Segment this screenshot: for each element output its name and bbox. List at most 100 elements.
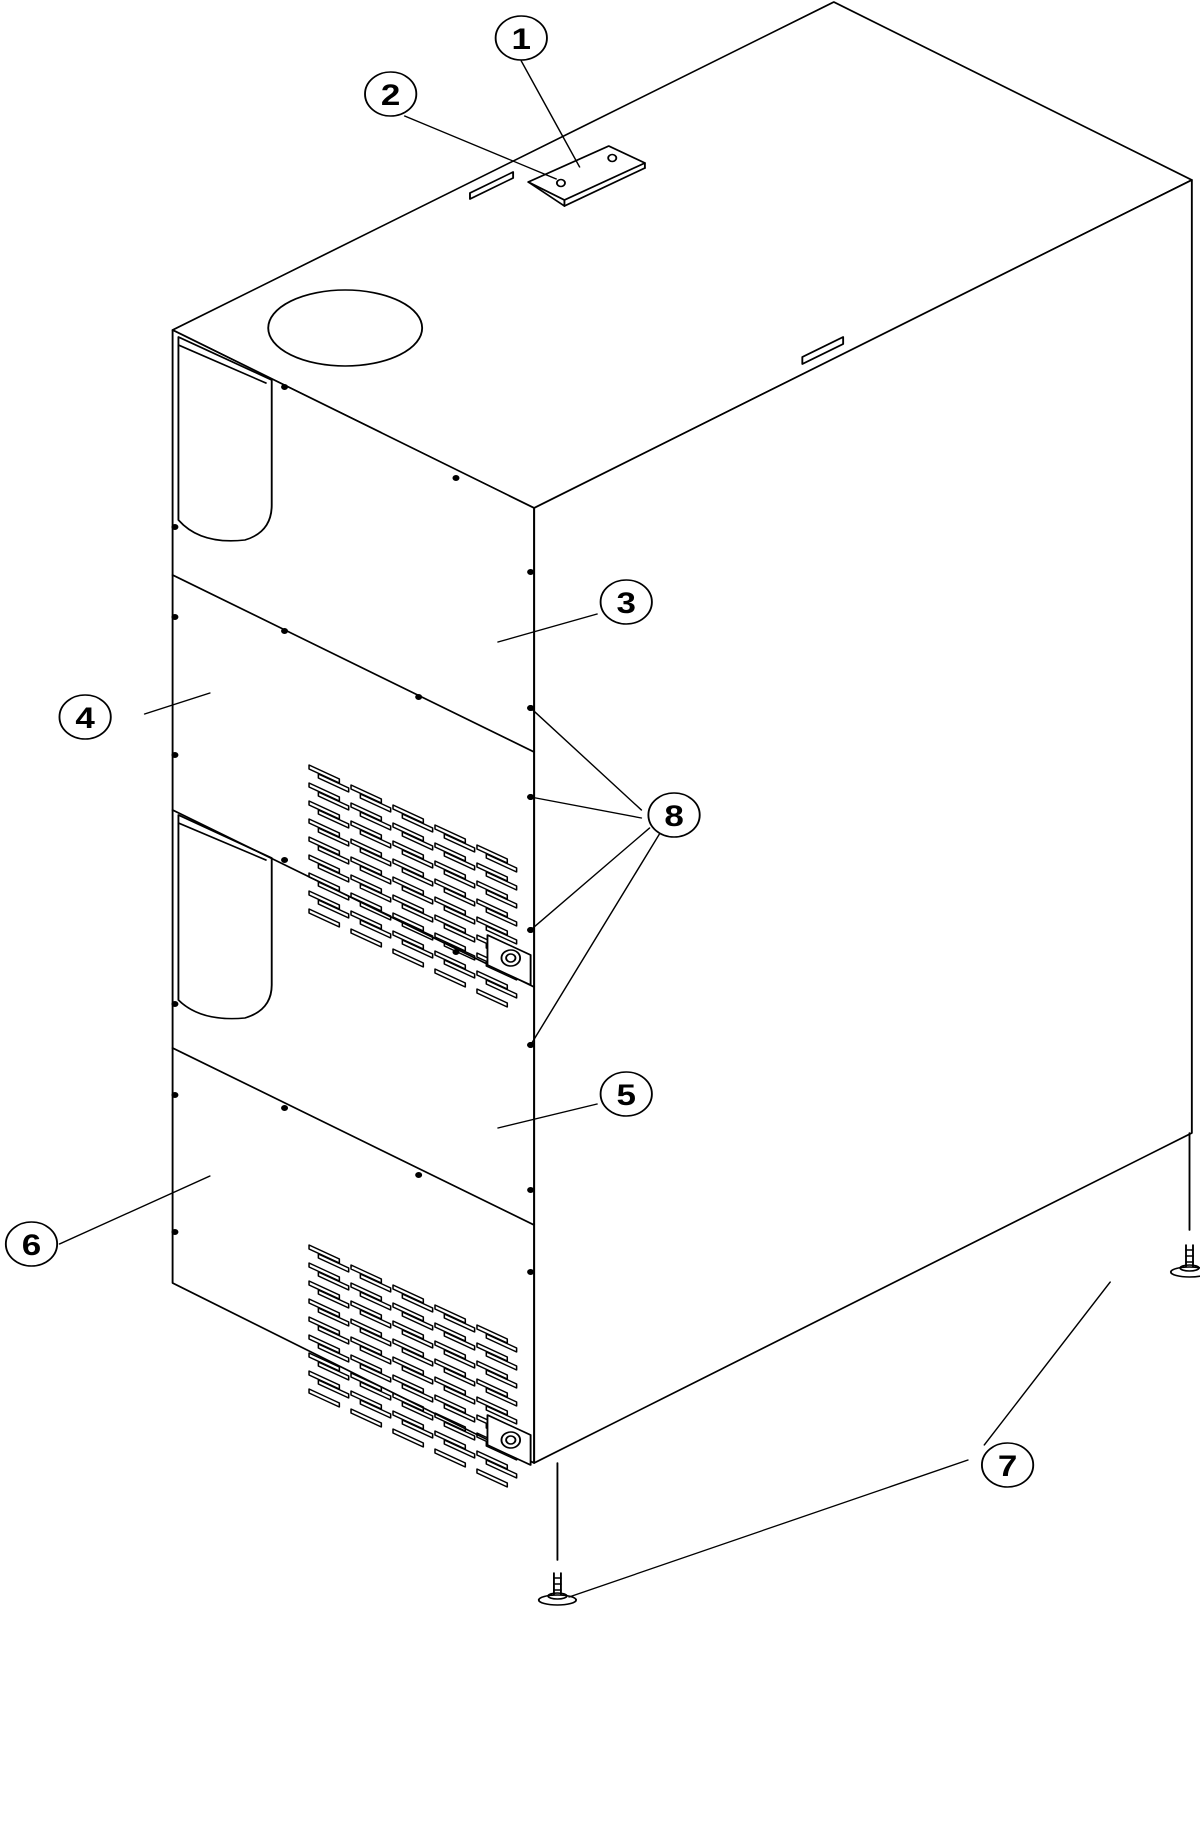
- leg-front-left: [537, 1462, 578, 1606]
- mounting-bracket-part-1: [527, 145, 646, 207]
- lower-electrical-box: [486, 1414, 532, 1466]
- louver-slot: [485, 871, 518, 891]
- louver-slot: [359, 901, 392, 921]
- louver-slot: [401, 939, 434, 959]
- louver-slot: [434, 1448, 467, 1468]
- louver-slot: [317, 1253, 350, 1273]
- louver-slot: [443, 1331, 476, 1351]
- callout-circles: [4, 15, 1035, 1488]
- louver-slot: [317, 863, 350, 883]
- cabinet-back-face: [171, 329, 536, 1464]
- louver-slot: [392, 948, 425, 968]
- louver-slot: [308, 908, 341, 928]
- louver-slot: [443, 959, 476, 979]
- louver-slot: [359, 883, 392, 903]
- callout-4: 4: [75, 701, 94, 734]
- louver-slot: [443, 887, 476, 907]
- louver-slot: [317, 1361, 350, 1381]
- louver-slot: [443, 1313, 476, 1333]
- louver-slot: [485, 1387, 518, 1407]
- callout-6: 6: [22, 1228, 41, 1261]
- louver-slot: [359, 793, 392, 813]
- louver-slot: [443, 1385, 476, 1405]
- louver-slot: [485, 1459, 518, 1479]
- louver-slot: [401, 1311, 434, 1331]
- louver-slot: [476, 988, 509, 1008]
- louver-slot: [443, 851, 476, 871]
- louver-slot: [317, 1289, 350, 1309]
- callout-2: 2: [381, 78, 400, 111]
- louver-slot: [401, 1401, 434, 1421]
- louver-slot: [401, 1329, 434, 1349]
- louver-slot: [359, 1345, 392, 1365]
- louver-slot: [401, 903, 434, 923]
- callout-5: 5: [617, 1078, 636, 1111]
- leader-lines: [58, 60, 1111, 1598]
- lower-panel-cutout: [177, 814, 273, 1020]
- louver-slot: [401, 1293, 434, 1313]
- louver-slot: [317, 1325, 350, 1345]
- louver-slot: [401, 1383, 434, 1403]
- louver-slot: [359, 847, 392, 867]
- louver-slot: [485, 1369, 518, 1389]
- louver-slot: [443, 1421, 476, 1441]
- louver-slot: [443, 1367, 476, 1387]
- cabinet-body: [171, 1, 1193, 1464]
- louver-slot: [317, 1379, 350, 1399]
- top-slot-right: [801, 336, 845, 365]
- louver-slot: [443, 833, 476, 853]
- louver-slot: [401, 1365, 434, 1385]
- louver-slot: [359, 1399, 392, 1419]
- louver-slot: [443, 905, 476, 925]
- louver-slot: [317, 809, 350, 829]
- louver-slot: [359, 865, 392, 885]
- louver-slot: [350, 928, 383, 948]
- louver-slot: [485, 925, 518, 945]
- callout-7: 7: [998, 1449, 1017, 1482]
- callout-numbers: 1 2 3 4 8 5 6 7: [22, 22, 1018, 1482]
- louver-slot: [434, 968, 467, 988]
- louver-slot: [443, 869, 476, 889]
- louver-slot: [401, 921, 434, 941]
- louver-slot: [443, 1403, 476, 1423]
- louver-slot: [359, 829, 392, 849]
- louver-slot: [308, 1388, 341, 1408]
- louver-slot: [401, 1347, 434, 1367]
- louver-slot: [401, 813, 434, 833]
- louver-slot: [443, 941, 476, 961]
- top-slot-left: [469, 171, 515, 200]
- callout-8: 8: [664, 799, 683, 832]
- louver-slot: [392, 1428, 425, 1448]
- bracket-screw-part-2: [555, 178, 566, 188]
- louver-slot: [401, 885, 434, 905]
- louver-slot: [443, 1439, 476, 1459]
- louver-slot: [359, 1273, 392, 1293]
- louver-slot: [317, 881, 350, 901]
- louver-slot: [317, 1343, 350, 1363]
- louver-slot: [485, 853, 518, 873]
- louver-slot: [485, 1351, 518, 1371]
- louver-slot: [485, 889, 518, 909]
- bracket-screw-hole: [607, 153, 618, 163]
- louver-slot: [401, 831, 434, 851]
- upper-electrical-box: [486, 934, 532, 986]
- louver-slot: [317, 773, 350, 793]
- louver-slot: [401, 867, 434, 887]
- louver-slot: [443, 923, 476, 943]
- lower-louver-grille: [308, 1244, 518, 1488]
- louver-slot: [485, 907, 518, 927]
- louver-slot: [317, 791, 350, 811]
- louver-slot: [317, 899, 350, 919]
- louver-slot: [401, 849, 434, 869]
- louver-slot: [359, 811, 392, 831]
- louver-slot: [359, 1291, 392, 1311]
- callout-1: 1: [512, 22, 531, 55]
- callout-3: 3: [617, 586, 636, 619]
- louver-slot: [485, 1405, 518, 1425]
- louver-slot: [359, 1381, 392, 1401]
- louver-slot: [485, 979, 518, 999]
- louver-slot: [401, 1419, 434, 1439]
- louver-slot: [317, 845, 350, 865]
- louver-slot: [359, 919, 392, 939]
